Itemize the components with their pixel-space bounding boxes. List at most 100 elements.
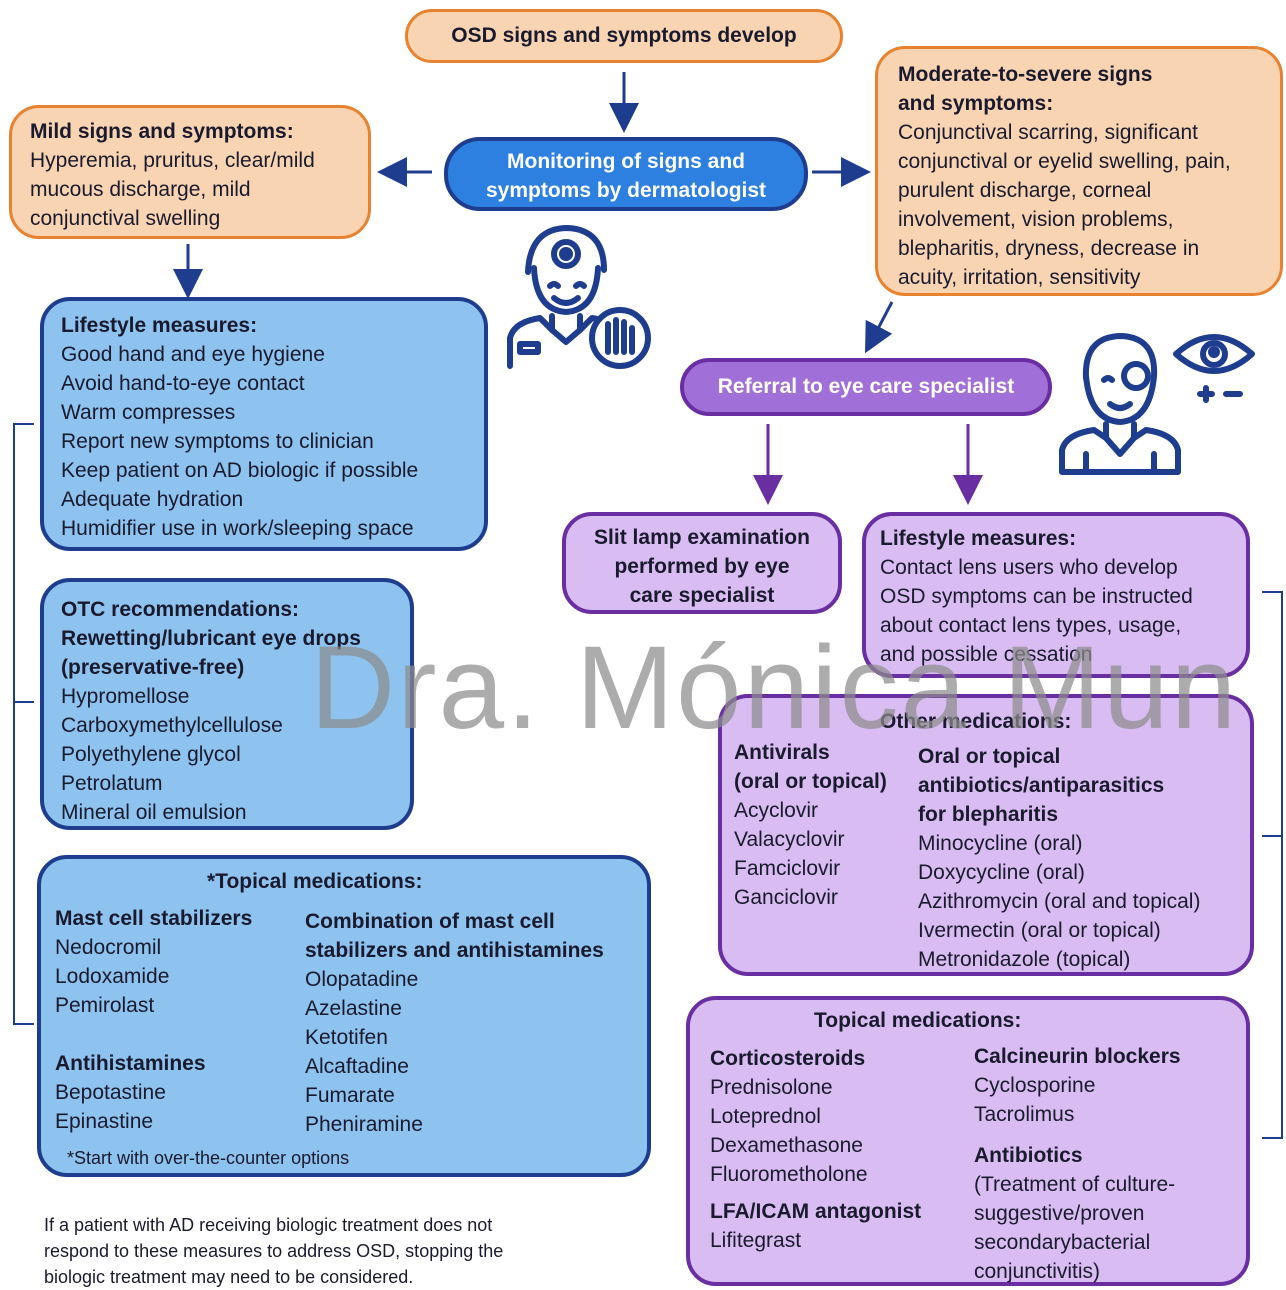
lifestyle-left-item: Warm compresses	[61, 401, 236, 424]
moderate-line: involvement, vision problems,	[898, 208, 1174, 231]
topical-right-heading: Topical medications:	[814, 1009, 1022, 1032]
arrow-moderate-to-referral	[865, 301, 894, 354]
mild-line: mucous discharge, mild	[30, 178, 251, 201]
antihist-item: Epinastine	[55, 1110, 154, 1133]
antibio-heading: Antibiotics	[974, 1144, 1083, 1167]
mild-line: conjunctival swelling	[30, 207, 221, 230]
antibiotic-item: Azithromycin (oral and topical)	[918, 890, 1201, 913]
lifestyle-left-heading: Lifestyle measures:	[61, 314, 258, 337]
lifestyle-right-line: about contact lens types, usage,	[880, 614, 1182, 637]
monitoring-line-2: symptoms by dermatologist	[485, 179, 767, 202]
lifestyle-right-heading: Lifestyle measures:	[880, 527, 1077, 550]
lifestyle-right-line: and possible cessation	[880, 643, 1093, 666]
slit-line: performed by eye	[614, 555, 790, 578]
moderate-line: acuity, irritation, sensitivity	[898, 266, 1141, 289]
lfa-item: Lifitegrast	[710, 1229, 802, 1252]
lifestyle-left-item: Keep patient on AD biologic if possible	[61, 459, 419, 482]
referral-label: Referral to eye care specialist	[717, 375, 1015, 398]
calci-item: Cyclosporine	[974, 1074, 1096, 1097]
mast-item: Nedocromil	[55, 936, 162, 959]
corticosteroids-column: Corticosteroids Prednisolone Loteprednol…	[710, 1044, 921, 1255]
antibiotic-item: Minocycline (oral)	[918, 832, 1083, 855]
antiviral-item: Acyclovir	[734, 799, 819, 822]
otc-heading: OTC recommendations:	[61, 598, 300, 621]
lifestyle-right-line: Contact lens users who develop	[880, 556, 1178, 579]
otc-box: OTC recommendations: Rewetting/lubricant…	[40, 578, 414, 830]
lifestyle-left-box: Lifestyle measures: Good hand and eye hy…	[40, 297, 488, 551]
combo-item: Azelastine	[305, 997, 402, 1020]
otc-item: Petrolatum	[61, 772, 163, 795]
combo-item: Pheniramine	[305, 1113, 423, 1136]
moderate-line: blepharitis, dryness, decrease in	[898, 237, 1200, 260]
antibiotic-item: Metronidazole (topical)	[918, 948, 1131, 971]
otc-item: Polyethylene glycol	[61, 743, 241, 766]
combo-item: Fumarate	[305, 1084, 395, 1107]
antibio-line: conjunctivitis)	[974, 1260, 1101, 1283]
referral-box: Referral to eye care specialist	[680, 358, 1052, 416]
topical-right-box: Topical medications: Corticosteroids Pre…	[686, 996, 1250, 1286]
moderate-symptoms-box: Moderate-to-severe signs and symptoms: C…	[875, 46, 1283, 296]
topical-left-note: *Start with over-the-counter options	[67, 1148, 350, 1168]
moderate-line: conjunctival or eyelid swelling, pain,	[898, 150, 1231, 173]
lifestyle-left-item: Avoid hand-to-eye contact	[61, 372, 305, 395]
right-bracket	[1262, 591, 1283, 1139]
mild-heading: Mild signs and symptoms:	[30, 120, 294, 143]
otc-item: Hypromellose	[61, 685, 190, 708]
other-medications-box: Other medications: Antivirals (oral or t…	[718, 694, 1254, 976]
mild-line: Hyperemia, pruritus, clear/mild	[30, 149, 315, 172]
dermatologist-icon	[507, 225, 651, 369]
biologic-footnote: If a patient with AD receiving biologic …	[44, 1212, 503, 1290]
lifestyle-left-item: Humidifier use in work/sleeping space	[61, 517, 414, 540]
antihist-heading: Antihistamines	[55, 1052, 206, 1075]
lifestyle-left-item: Good hand and eye hygiene	[61, 343, 325, 366]
monitoring-box: Monitoring of signs and symptoms by derm…	[444, 137, 808, 211]
otc-sub-line: Rewetting/lubricant eye drops	[61, 627, 361, 650]
moderate-line: Conjunctival scarring, significant	[898, 121, 1198, 144]
slit-line: care specialist	[629, 584, 775, 607]
antibiotics-heading-line: antibiotics/antiparasitics	[918, 774, 1165, 797]
antiviral-item: Valacyclovir	[734, 828, 845, 851]
antibiotics-column: Oral or topical antibiotics/antiparasiti…	[918, 742, 1200, 974]
antibiotics-heading-line: Oral or topical	[918, 745, 1061, 768]
mast-cell-column: Mast cell stabilizers Nedocromil Lodoxam…	[55, 904, 252, 1136]
mild-symptoms-box: Mild signs and symptoms: Hyperemia, prur…	[9, 105, 371, 239]
moderate-heading-line: Moderate-to-severe signs	[898, 63, 1153, 86]
antihist-item: Bepotastine	[55, 1081, 166, 1104]
otc-item: Carboxymethylcellulose	[61, 714, 283, 737]
lifestyle-left-item: Report new symptoms to clinician	[61, 430, 374, 453]
footnote-line: respond to these measures to address OSD…	[44, 1241, 504, 1261]
calci-heading: Calcineurin blockers	[974, 1045, 1181, 1068]
slit-lamp-box: Slit lamp examination performed by eye c…	[562, 512, 842, 614]
combo-item: Ketotifen	[305, 1026, 388, 1049]
combo-column: Combination of mast cell stabilizers and…	[305, 907, 604, 1139]
lifestyle-right-box: Lifestyle measures: Contact lens users w…	[862, 512, 1250, 678]
cortico-heading: Corticosteroids	[710, 1047, 866, 1070]
antivirals-heading-line: (oral or topical)	[734, 770, 887, 793]
lfa-heading: LFA/ICAM antagonist	[710, 1200, 922, 1223]
cortico-item: Fluorometholone	[710, 1163, 868, 1186]
topical-left-box: *Topical medications: Mast cell stabiliz…	[37, 855, 651, 1177]
otc-sub-line: (preservative-free)	[61, 656, 245, 679]
otc-item: Mineral oil emulsion	[61, 801, 247, 824]
moderate-heading-line: and symptoms:	[898, 92, 1054, 115]
slit-line: Slit lamp examination	[594, 526, 810, 549]
combo-heading-line: Combination of mast cell	[305, 910, 555, 933]
osd-develop-title: OSD signs and symptoms develop	[451, 24, 797, 47]
cortico-item: Prednisolone	[710, 1076, 833, 1099]
combo-item: Olopatadine	[305, 968, 419, 991]
mast-heading: Mast cell stabilizers	[55, 907, 253, 930]
calci-item: Tacrolimus	[974, 1103, 1075, 1126]
eye-specialist-icon	[1059, 333, 1181, 475]
cortico-item: Dexamethasone	[710, 1134, 863, 1157]
antibiotic-item: Ivermectin (oral or topical)	[918, 919, 1161, 942]
footnote-line: If a patient with AD receiving biologic …	[44, 1215, 493, 1235]
monitoring-line-1: Monitoring of signs and	[507, 150, 745, 173]
antiviral-item: Famciclovir	[734, 857, 841, 880]
left-bracket	[13, 423, 34, 1025]
lifestyle-right-line: OSD symptoms can be instructed	[880, 585, 1193, 608]
footnote-line: biologic treatment may need to be consid…	[44, 1267, 414, 1287]
lifestyle-left-item: Adequate hydration	[61, 488, 244, 511]
combo-heading-line: stabilizers and antihistamines	[305, 939, 604, 962]
moderate-line: purulent discharge, corneal	[898, 179, 1152, 202]
